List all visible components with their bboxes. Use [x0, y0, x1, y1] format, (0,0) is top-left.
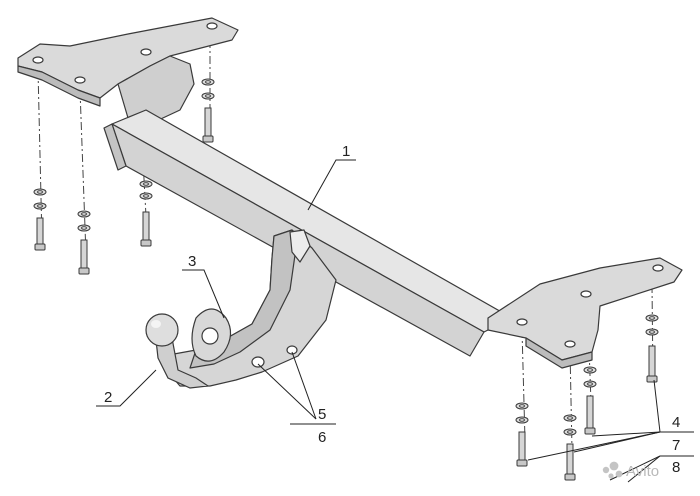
- leader-part-8-b: [627, 455, 661, 483]
- callout-2: 2: [104, 389, 112, 406]
- washer-hole: [143, 194, 149, 198]
- right-bracket-plate-edge: [525, 337, 593, 369]
- bolt-head: [78, 267, 90, 275]
- tow-arm-bolt-hole: [251, 356, 265, 368]
- bolt-head: [516, 459, 528, 467]
- left-bracket-hole: [140, 48, 152, 56]
- washer-hole: [143, 182, 149, 186]
- washer-hole: [567, 416, 573, 420]
- leader-part-4-c: [591, 431, 661, 437]
- washer-hole: [567, 430, 573, 434]
- callout-4: 4: [672, 414, 680, 431]
- bolt-shank: [518, 431, 526, 461]
- axis-left-1: [37, 69, 43, 241]
- right-bracket-hole: [652, 264, 664, 272]
- bolt-head: [140, 239, 152, 247]
- tow-ball: [145, 313, 210, 389]
- watermark: Avito: [602, 461, 659, 480]
- leader-part-5-a: [257, 363, 317, 420]
- washer-hole: [649, 316, 655, 320]
- bolt-head: [202, 135, 214, 143]
- washer-hole: [81, 226, 87, 230]
- avito-logo-icon: [602, 461, 623, 479]
- right-bracket-hole: [580, 290, 592, 298]
- left-bracket-hole: [32, 56, 44, 64]
- left-bracket-web: [117, 55, 195, 125]
- washer-hole: [587, 382, 593, 386]
- bolt-shank: [566, 443, 574, 475]
- bolt-head: [34, 243, 46, 251]
- bolt-shank: [586, 395, 594, 429]
- bolt-shank: [204, 107, 212, 137]
- leader-part-5-b: [291, 351, 317, 420]
- bolt-head: [646, 375, 658, 383]
- washer-hole: [519, 418, 525, 422]
- axis-right-1: [521, 329, 526, 441]
- callout-7: 7: [672, 437, 680, 454]
- washer-hole: [37, 204, 43, 208]
- fasteners: [33, 78, 659, 481]
- bolt-shank: [648, 345, 656, 377]
- callout-5: 5: [318, 406, 326, 423]
- right-bracket: [487, 257, 683, 369]
- washer-hole: [649, 330, 655, 334]
- callout-8: 8: [672, 459, 680, 476]
- washer-hole: [519, 404, 525, 408]
- washer-hole: [587, 368, 593, 372]
- callout-1: 1: [342, 143, 350, 160]
- socket-plate: [191, 308, 232, 362]
- left-bracket-hole: [206, 22, 218, 30]
- bolt-shank: [142, 211, 150, 241]
- tow-ball-sphere: [145, 313, 179, 347]
- washer-hole: [205, 80, 211, 84]
- bolt-head: [584, 427, 596, 435]
- watermark-text: Avito: [626, 463, 659, 480]
- tow-arm-slot: [289, 229, 311, 263]
- bolt-shank: [80, 239, 88, 269]
- left-bracket: [17, 17, 239, 125]
- bolt-head: [564, 473, 576, 481]
- washer-hole: [205, 94, 211, 98]
- callout-labels: 1 2 3 4 5 6 7 8: [104, 143, 680, 476]
- right-bracket-hole: [516, 318, 528, 326]
- washer-hole: [37, 190, 43, 194]
- tow-ball-highlight: [151, 320, 161, 328]
- leader-part-4-b: [573, 431, 661, 453]
- callout-3: 3: [188, 253, 196, 270]
- leader-part-1: [307, 159, 356, 211]
- tow-ball-neck: [155, 337, 210, 389]
- tow-arm-bolt-hole: [286, 345, 298, 355]
- left-bracket-hole: [74, 76, 86, 84]
- callout-6: 6: [318, 429, 326, 446]
- right-bracket-hole: [564, 340, 576, 348]
- leader-part-3: [182, 269, 225, 319]
- beam-end-face: [103, 123, 127, 171]
- leader-part-2: [96, 369, 157, 407]
- leader-part-4-d: [653, 379, 661, 433]
- bolt-shank: [36, 217, 44, 245]
- axis-left-2: [79, 89, 87, 256]
- left-bracket-plate-edge: [17, 65, 101, 107]
- leader-lines: [96, 159, 694, 483]
- washer-hole: [81, 212, 87, 216]
- socket-plate-hole: [201, 327, 219, 345]
